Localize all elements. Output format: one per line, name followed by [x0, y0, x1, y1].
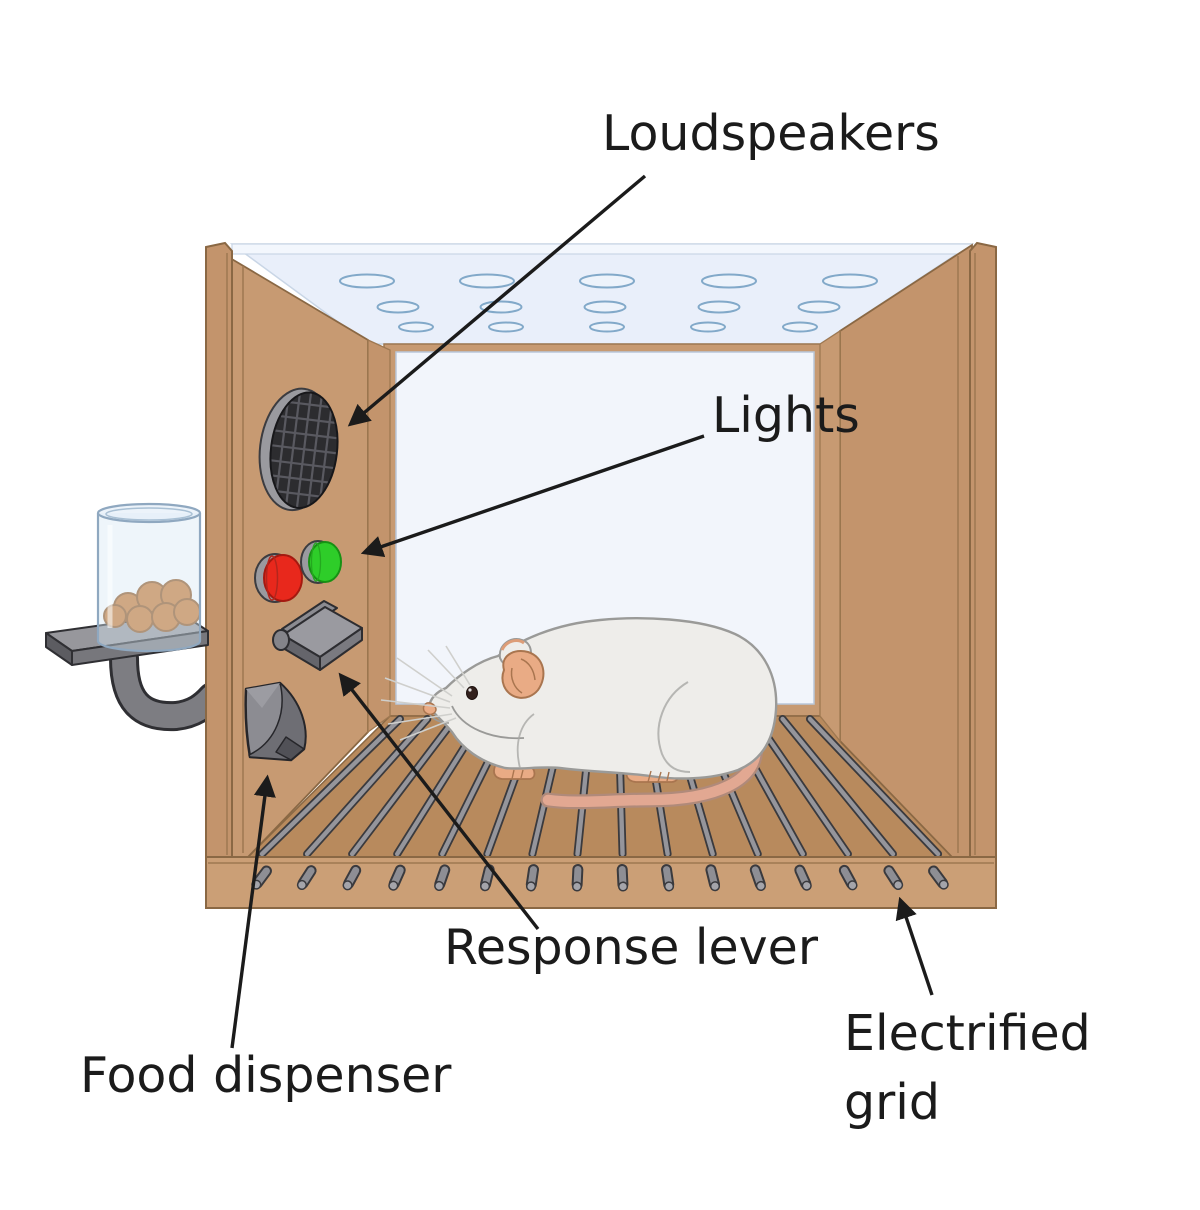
- loudspeakers-arrow: [347, 174, 647, 427]
- rod-end-cap: [801, 880, 812, 891]
- ceiling-hole: [822, 273, 878, 289]
- box-frame: [205, 241, 997, 909]
- annotation-arrows: [230, 174, 934, 1049]
- rod-end-cap: [342, 880, 353, 891]
- rod-end-cap: [525, 881, 537, 892]
- rod-end: [388, 864, 406, 891]
- rod-end-cap: [571, 881, 583, 892]
- ceiling-hole: [339, 273, 395, 289]
- food-chute: [244, 681, 307, 762]
- rod-end: [571, 864, 584, 892]
- grid-rod-highlight: [259, 716, 403, 857]
- right-plank: [969, 241, 997, 858]
- front-face: [205, 856, 997, 909]
- rod-end: [342, 864, 362, 891]
- grid-rod-highlight: [780, 716, 896, 857]
- rat-near-ear: [501, 650, 545, 699]
- ceiling-hole: [782, 321, 818, 333]
- lights-arrow: [360, 434, 705, 558]
- ceiling-hole: [579, 273, 635, 289]
- label-lights: Lights: [712, 387, 860, 444]
- label-food-dispenser: Food dispenser: [80, 1047, 452, 1104]
- label-electrified-grid: Electrified grid: [844, 1000, 1091, 1137]
- rod-end-cap: [709, 881, 721, 892]
- rod-end: [525, 864, 540, 892]
- rod-end-cap: [847, 880, 858, 891]
- rod-end: [705, 864, 721, 892]
- rod-end-cap: [296, 879, 307, 891]
- rod-end: [928, 865, 949, 890]
- ceiling-hole: [797, 300, 841, 314]
- green-light: [300, 540, 342, 584]
- pellet-container: [96, 502, 202, 653]
- rod-end-cap: [480, 881, 491, 892]
- response-lever-arrow: [338, 672, 540, 931]
- rod-end: [296, 865, 317, 891]
- label-loudspeakers: Loudspeakers: [602, 105, 940, 162]
- rat-eye: [466, 686, 478, 700]
- rod-end-cap: [617, 881, 629, 892]
- ceiling-hole: [376, 300, 420, 314]
- loudspeaker-grille: [258, 387, 343, 512]
- rod-end: [883, 865, 904, 891]
- ceiling-hole: [583, 300, 627, 314]
- ceiling-hole: [697, 300, 741, 314]
- rod-end-cap: [663, 881, 675, 892]
- rod-end-cap: [434, 880, 445, 892]
- ceiling-hole: [398, 321, 434, 333]
- rod-end-cap: [755, 880, 766, 892]
- electrified-grid-arrow: [895, 896, 934, 996]
- left-plank: [205, 241, 233, 858]
- label-response-lever: Response lever: [444, 919, 818, 976]
- food-dispenser-arrow: [230, 774, 276, 1049]
- rat: [380, 617, 778, 810]
- grid-rod-highlight: [753, 716, 851, 857]
- response-lever-graphic: [272, 600, 363, 671]
- rod-end: [480, 864, 495, 892]
- grid-rod-highlight: [349, 716, 457, 857]
- right-wall: [819, 243, 973, 858]
- food-pellets: [103, 579, 201, 633]
- rod-end-cap: [893, 879, 904, 891]
- rod-end: [661, 864, 675, 892]
- rod-end: [838, 864, 858, 891]
- rod-end: [794, 864, 812, 891]
- rod-end: [749, 864, 766, 892]
- ceiling-hole: [459, 273, 515, 289]
- rod-end-cap: [938, 879, 949, 890]
- ceiling-hole: [701, 273, 757, 289]
- ceiling-hole: [488, 321, 524, 333]
- rod-end: [434, 864, 451, 892]
- rod-end: [616, 864, 629, 892]
- grid-rod-highlight: [807, 716, 941, 857]
- feeder-tube: [109, 643, 227, 732]
- rat-whiskers: [380, 645, 471, 741]
- grid-rod-highlight: [304, 716, 430, 857]
- label-electrified-grid-line2: grid: [844, 1073, 940, 1131]
- ceiling-hole: [690, 321, 726, 333]
- rod-end-cap: [388, 880, 399, 891]
- red-light: [254, 553, 303, 603]
- ceiling-hole: [589, 321, 625, 333]
- label-electrified-grid-line1: Electrified: [844, 1005, 1091, 1062]
- electrified-grid-rod-ends: [251, 864, 949, 892]
